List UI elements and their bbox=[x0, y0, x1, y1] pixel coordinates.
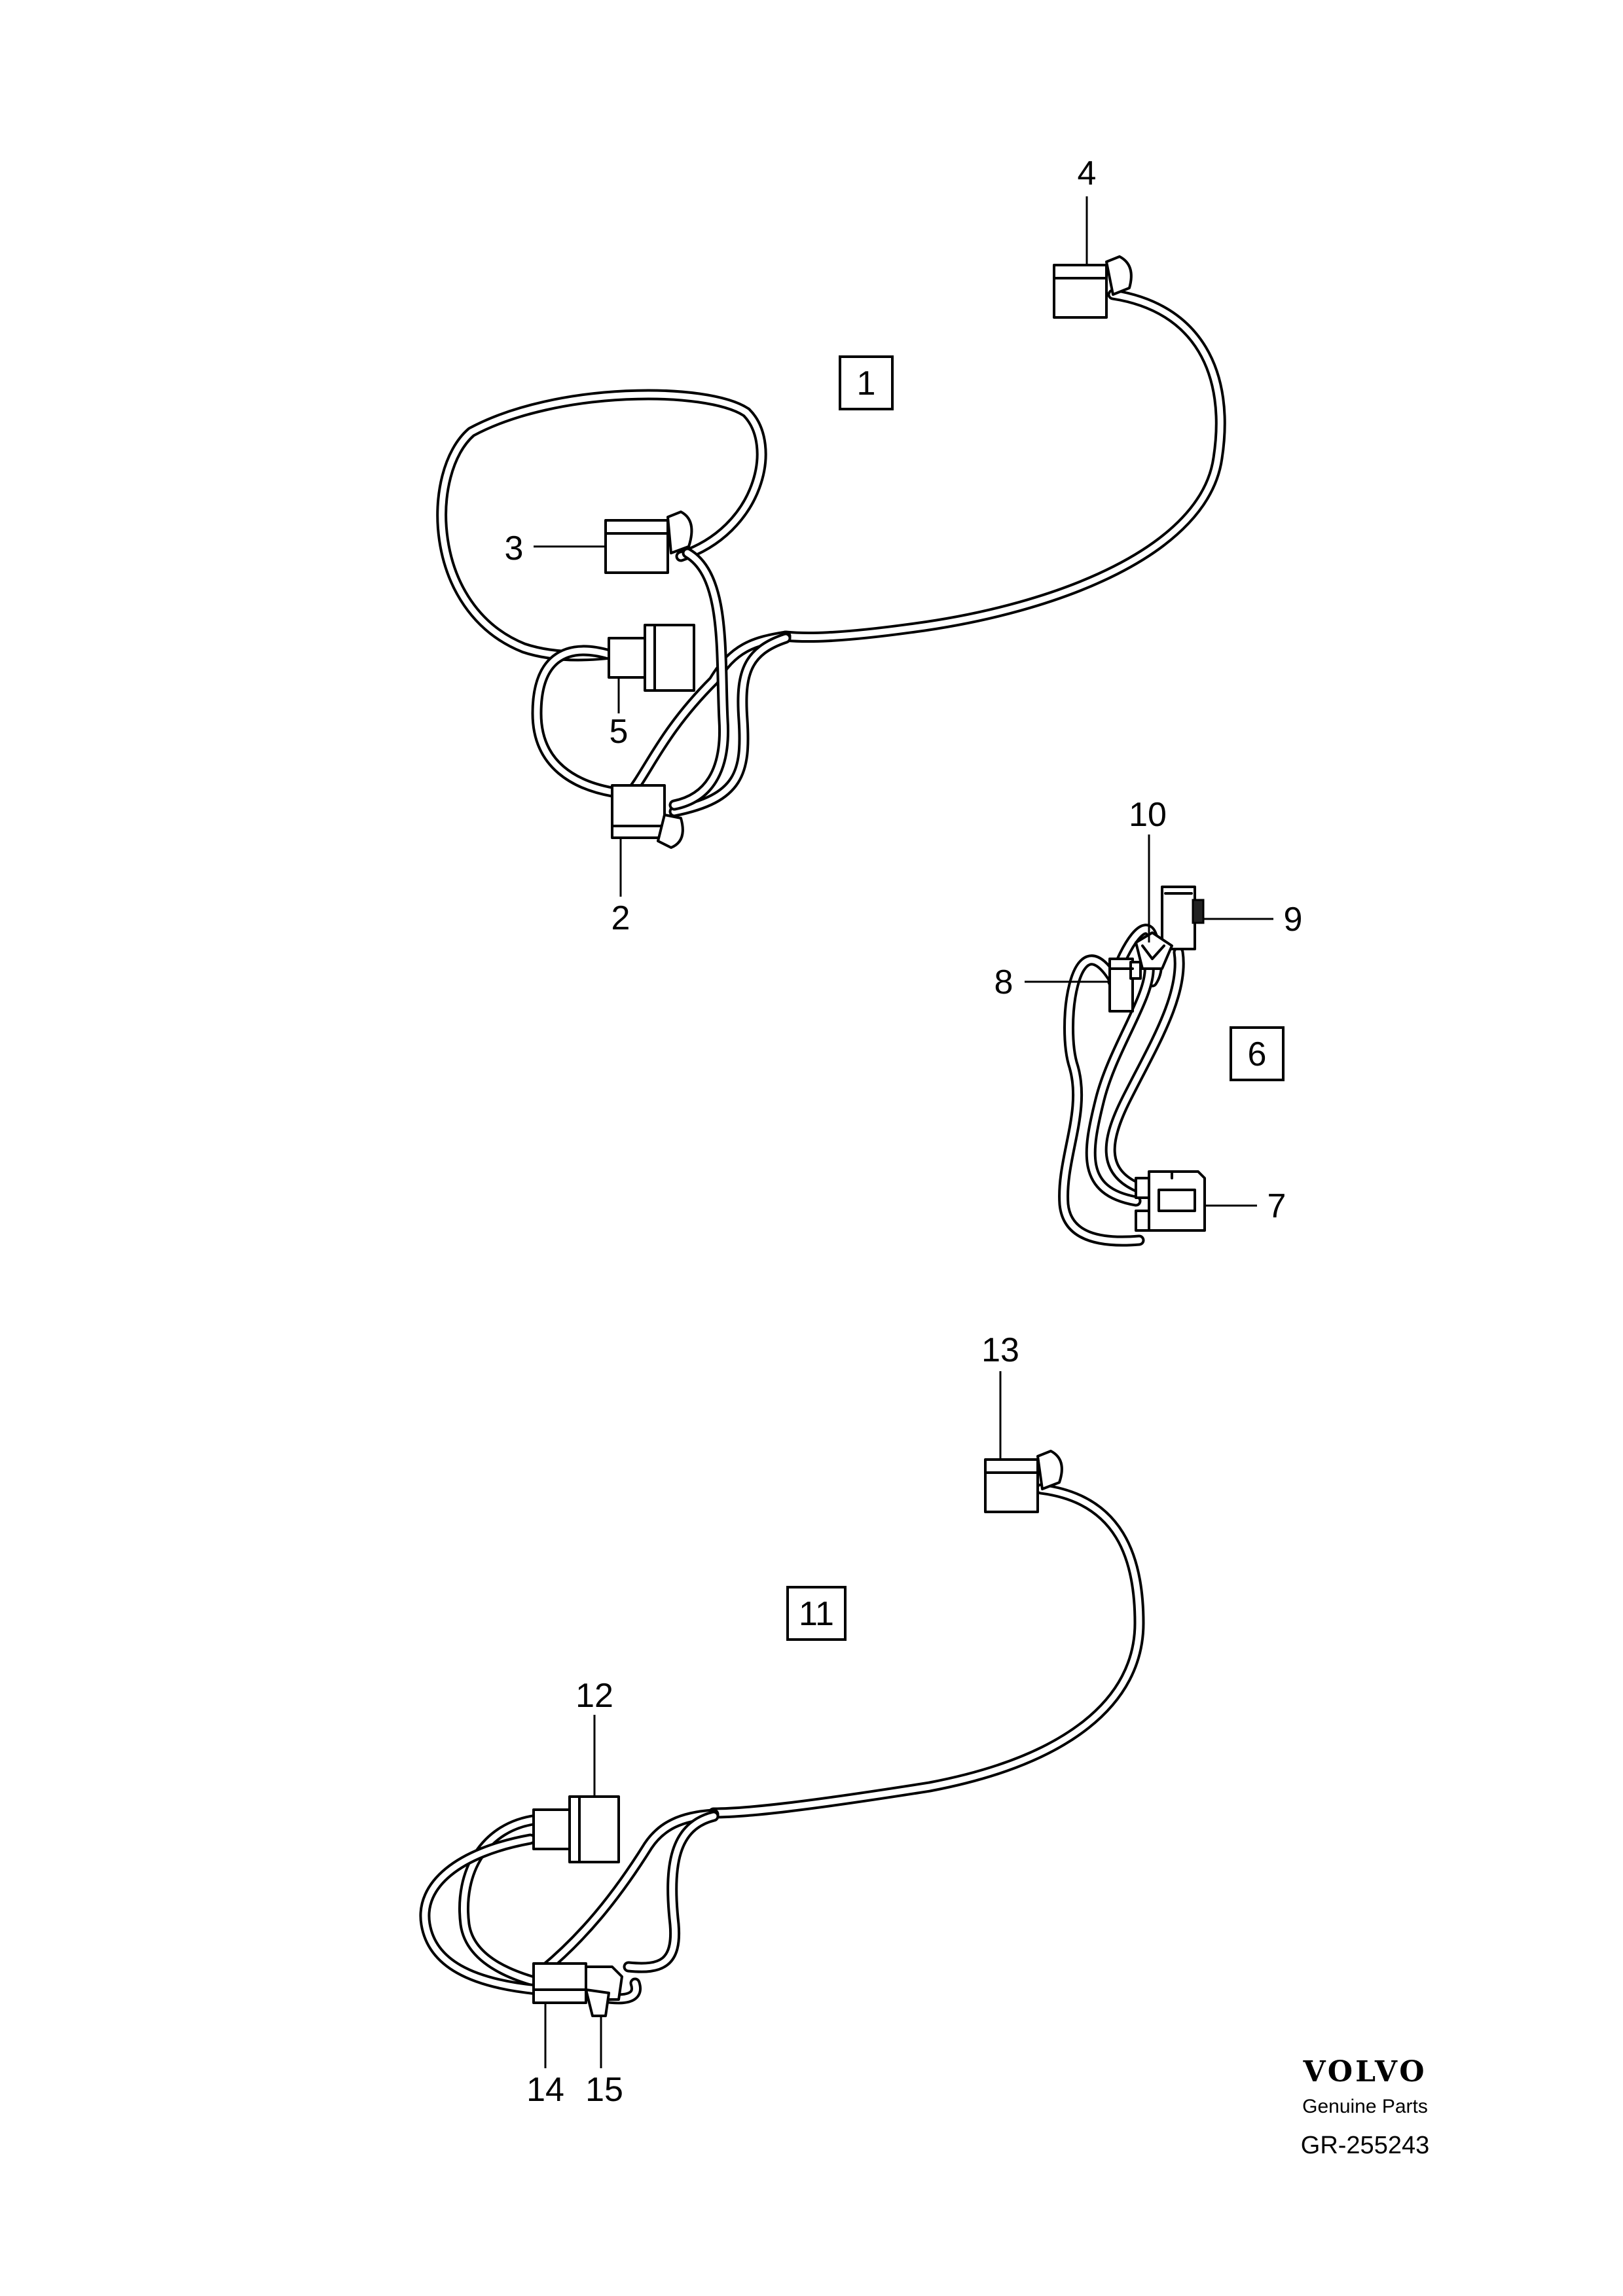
harness-1: 4 1 3 5 2 bbox=[436, 154, 1226, 937]
connector-5 bbox=[608, 624, 695, 692]
callout-14: 14 bbox=[526, 2071, 564, 2109]
volvo-logo: VOLVO bbox=[1302, 2055, 1427, 2089]
connector-9 bbox=[1161, 886, 1205, 950]
callout-4: 4 bbox=[1078, 154, 1097, 192]
label-box-11 bbox=[786, 1586, 847, 1641]
callout-9: 9 bbox=[1284, 901, 1303, 939]
connector-12 bbox=[532, 1795, 620, 1863]
connector-13 bbox=[984, 1450, 1063, 1513]
callout-1: 1 bbox=[857, 365, 876, 403]
callout-7: 7 bbox=[1267, 1187, 1286, 1225]
connector-8 bbox=[1108, 958, 1142, 1013]
callout-3: 3 bbox=[505, 529, 524, 567]
genuine-parts-label: Genuine Parts bbox=[1302, 2096, 1428, 2117]
callout-6: 6 bbox=[1248, 1035, 1267, 1073]
callout-2: 2 bbox=[611, 899, 630, 937]
connector-2 bbox=[611, 784, 684, 849]
diagram-code: GR-255243 bbox=[1301, 2132, 1429, 2159]
callout-11: 11 bbox=[799, 1595, 834, 1633]
callout-8: 8 bbox=[994, 963, 1013, 1001]
callout-10: 10 bbox=[1129, 796, 1167, 834]
callout-12: 12 bbox=[575, 1677, 613, 1715]
connector-14-15 bbox=[532, 1962, 623, 2017]
connector-7 bbox=[1135, 1170, 1206, 1232]
connector-4 bbox=[1053, 255, 1133, 319]
harness-6: 10 9 8 6 7 bbox=[994, 796, 1303, 1247]
footer: VOLVO Genuine Parts GR-255243 bbox=[1301, 2055, 1429, 2159]
callout-13: 13 bbox=[981, 1331, 1019, 1369]
label-box-6 bbox=[1230, 1026, 1285, 1081]
callout-15: 15 bbox=[585, 2071, 623, 2109]
label-box-1 bbox=[839, 355, 894, 410]
harness-11: 13 11 12 14 15 bbox=[419, 1331, 1145, 2109]
callout-5: 5 bbox=[610, 713, 629, 751]
connector-3 bbox=[604, 511, 693, 574]
